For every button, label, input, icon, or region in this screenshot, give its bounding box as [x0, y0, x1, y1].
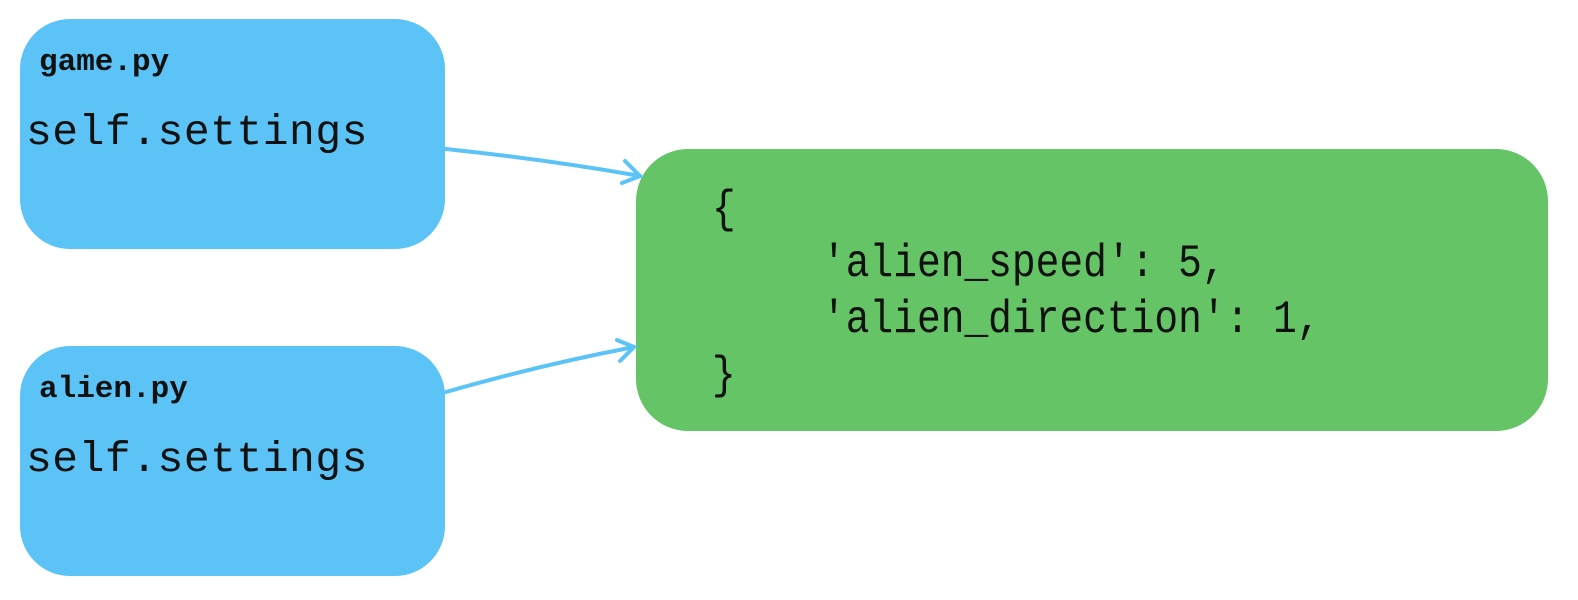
dict-open-brace: {: [712, 184, 736, 236]
edge-line: [444, 345, 636, 394]
arrowhead-icon: [620, 159, 644, 185]
settings-reference-label: self.settings: [26, 108, 368, 157]
edge-line: [444, 147, 642, 178]
dict-close-brace: }: [712, 350, 736, 402]
dict-entry-alien-direction: 'alien_direction': 1,: [822, 294, 1321, 346]
arrow-alien-to-dict: [444, 338, 638, 394]
arrow-game-to-dict: [444, 147, 644, 185]
file-name-label: alien.py: [39, 372, 188, 407]
settings-dict-node: { 'alien_speed': 5, 'alien_direction': 1…: [636, 149, 1548, 431]
game-py-node: game.py self.settings: [20, 19, 445, 249]
alien-py-node: alien.py self.settings: [20, 346, 445, 576]
arrowhead-icon: [615, 338, 638, 363]
dict-entry-alien-speed: 'alien_speed': 5,: [822, 238, 1226, 290]
file-name-label: game.py: [39, 45, 170, 80]
settings-reference-label: self.settings: [26, 435, 368, 484]
